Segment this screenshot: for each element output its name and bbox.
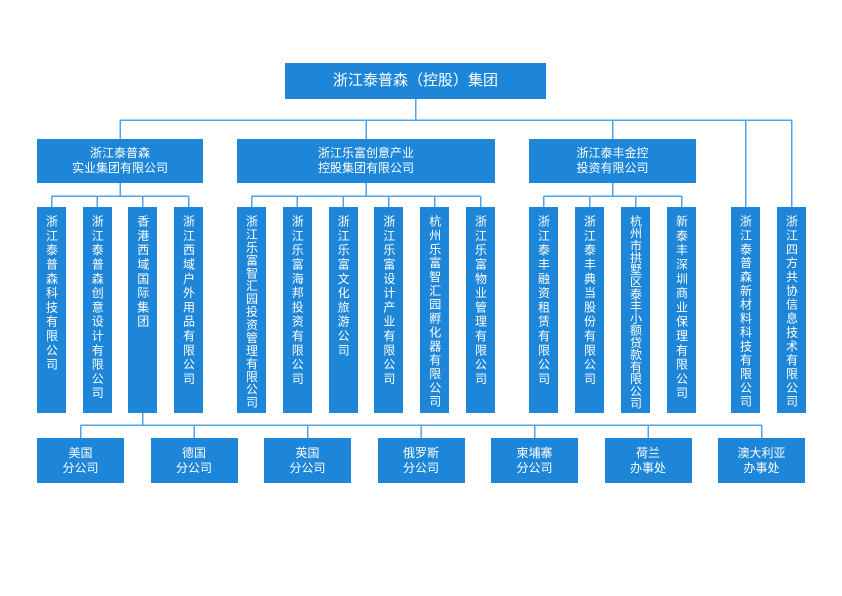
subsidiary-name: 浙江乐富文化旅游公司 <box>336 215 351 358</box>
subsidiary-name: 浙江乐富海邦投资有限公司 <box>290 215 305 387</box>
root-company-name: 浙江泰普森（控股）集团 <box>332 72 498 89</box>
branch-type: 分公司 <box>402 460 439 475</box>
branch-country: 俄罗斯 <box>402 445 439 460</box>
subsidiary-box: 浙江泰普森科技有限公司 <box>37 207 66 413</box>
branch-type: 办事处 <box>743 460 780 475</box>
branch-country: 荷兰 <box>635 445 660 460</box>
subsidiary-name: 新泰丰深圳商业保理有限公司 <box>674 215 689 401</box>
branch-type: 分公司 <box>62 460 99 475</box>
subsidiary-name: 浙江乐富设计产业有限公司 <box>381 215 396 387</box>
branch-box: 美国 分公司 <box>37 438 124 483</box>
group-name-line-2: 实业集团有限公司 <box>71 161 168 175</box>
direct-subsidiary-box: 浙江四方共协信息技术有限公司 <box>777 207 806 413</box>
group-name-line-2: 控股集团有限公司 <box>317 161 414 175</box>
subsidiary-name: 浙江泰丰融资租赁有限公司 <box>536 215 551 387</box>
group-box-lefu-creative: 浙江乐富创意产业 控股集团有限公司 <box>237 139 495 183</box>
branch-country: 英国 <box>295 445 320 460</box>
subsidiary-name: 杭州市拱墅区泰丰小额贷款有限公司 <box>628 215 643 409</box>
branch-country: 澳大利亚 <box>737 445 786 460</box>
subsidiary-box: 浙江乐富设计产业有限公司 <box>374 207 404 413</box>
group-box-taifeng-finance: 浙江泰丰金控 投资有限公司 <box>529 139 696 183</box>
subsidiary-name: 浙江泰丰典当股份有限公司 <box>582 215 597 387</box>
subsidiary-box: 浙江乐富文化旅游公司 <box>328 207 358 413</box>
subsidiary-box: 新泰丰深圳商业保理有限公司 <box>667 207 696 413</box>
group-name-line-1: 浙江泰普森 <box>89 146 150 160</box>
group-name-line-2: 投资有限公司 <box>576 161 649 175</box>
subsidiary-box: 浙江西域户外用品有限公司 <box>174 207 203 413</box>
branch-box: 德国 分公司 <box>150 438 238 483</box>
subsidiary-name: 杭州乐富智汇园孵化器有限公司 <box>427 215 442 409</box>
group-name-line-1: 浙江乐富创意产业 <box>317 146 414 160</box>
group-name-line-1: 浙江泰丰金控 <box>576 146 649 160</box>
subsidiary-name: 浙江乐富物业管理有限公司 <box>473 215 488 387</box>
branch-box: 澳大利亚 办事处 <box>718 438 805 483</box>
subsidiary-box: 浙江泰丰融资租赁有限公司 <box>529 207 558 413</box>
group-box-taipusen-industry: 浙江泰普森 实业集团有限公司 <box>37 139 203 183</box>
branch-type: 办事处 <box>629 460 666 475</box>
branch-box: 荷兰 办事处 <box>604 438 692 483</box>
subsidiary-name: 浙江泰普森新材料科技有限公司 <box>738 215 753 409</box>
branch-country: 德国 <box>181 445 206 460</box>
subsidiary-box: 浙江泰普森创意设计有限公司 <box>82 207 112 413</box>
subsidiary-name: 浙江乐富智汇园投资管理有限公司 <box>244 215 259 409</box>
branch-box: 英国 分公司 <box>264 438 351 483</box>
subsidiary-box: 杭州市拱墅区泰丰小额贷款有限公司 <box>621 207 650 413</box>
subsidiary-box: 浙江乐富物业管理有限公司 <box>466 207 495 413</box>
branch-type: 分公司 <box>175 460 212 475</box>
subsidiary-box-hongkong: 香港西域国际集团 <box>128 207 158 413</box>
branch-country: 美国 <box>68 445 93 460</box>
branch-type: 分公司 <box>516 460 553 475</box>
branch-type: 分公司 <box>289 460 326 475</box>
subsidiary-name: 香港西域国际集团 <box>135 215 150 330</box>
subsidiary-name: 浙江泰普森科技有限公司 <box>44 215 59 373</box>
subsidiary-box: 浙江乐富海邦投资有限公司 <box>282 207 312 413</box>
root-company-box: 浙江泰普森（控股）集团 <box>285 63 546 99</box>
branch-box: 柬埔寨 分公司 <box>491 438 578 483</box>
subsidiary-box: 浙江乐富智汇园投资管理有限公司 <box>237 207 266 413</box>
subsidiary-name: 浙江四方共协信息技术有限公司 <box>784 215 799 409</box>
subsidiary-box: 杭州乐富智汇园孵化器有限公司 <box>420 207 450 413</box>
branch-box: 俄罗斯 分公司 <box>377 438 465 483</box>
subsidiary-box: 浙江泰丰典当股份有限公司 <box>575 207 604 413</box>
subsidiary-name: 浙江泰普森创意设计有限公司 <box>90 215 105 401</box>
subsidiary-name: 浙江西域户外用品有限公司 <box>181 215 196 387</box>
direct-subsidiary-box: 浙江泰普森新材料科技有限公司 <box>731 207 760 413</box>
branch-country: 柬埔寨 <box>516 445 553 460</box>
